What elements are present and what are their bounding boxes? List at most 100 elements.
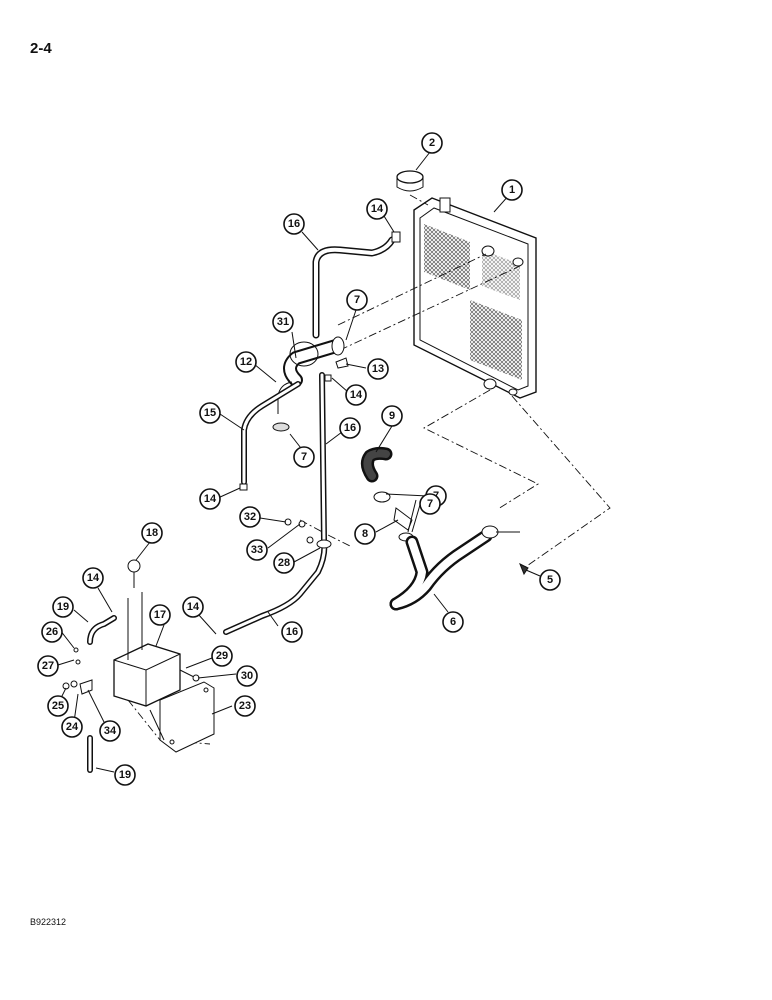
- callout-9: 9: [381, 405, 403, 427]
- callout-number: 12: [240, 356, 252, 368]
- callout-circle: [345, 384, 367, 406]
- bleed-tube-15: [241, 381, 301, 485]
- callout-circle: [149, 604, 171, 626]
- callout-circle: [235, 351, 257, 373]
- callout-19: 19: [114, 764, 136, 786]
- callout-13: 13: [367, 358, 389, 380]
- callout-33: 33: [246, 539, 268, 561]
- callout-circle: [47, 695, 69, 717]
- callout-circle: [41, 621, 63, 643]
- callout-16: 16: [339, 417, 361, 439]
- radiator-cap: [396, 170, 429, 206]
- callout-circle: [501, 179, 523, 201]
- callout-number: 26: [46, 626, 58, 638]
- figure-code: B922312: [30, 917, 67, 927]
- callout-circle: [211, 645, 233, 667]
- callout-number: 18: [146, 527, 158, 539]
- callout-circle: [239, 506, 261, 528]
- callout-14: 14: [345, 384, 367, 406]
- callout-23: 23: [234, 695, 256, 717]
- overflow-hose: [223, 372, 332, 635]
- callout-circle: [539, 569, 561, 591]
- callout-circle: [272, 311, 294, 333]
- callout-number: 27: [42, 660, 54, 672]
- callout-number: 13: [372, 363, 384, 375]
- callout-number: 24: [66, 721, 79, 733]
- callout-number: 31: [277, 316, 289, 328]
- callout-5: 5: [539, 569, 561, 591]
- callout-7: 7: [293, 446, 315, 468]
- callout-16: 16: [283, 213, 305, 235]
- callout-number: 17: [154, 609, 166, 621]
- callout-circle: [114, 764, 136, 786]
- callout-number: 6: [450, 616, 456, 628]
- callout-29: 29: [211, 645, 233, 667]
- callout-circle: [37, 655, 59, 677]
- callout-27: 27: [37, 655, 59, 677]
- callout-circle: [346, 289, 368, 311]
- callout-31: 31: [272, 311, 294, 333]
- callout-circle: [354, 523, 376, 545]
- callout-17: 17: [149, 604, 171, 626]
- callout-25: 25: [47, 695, 69, 717]
- callout-18: 18: [141, 522, 163, 544]
- callout-number: 16: [288, 218, 300, 230]
- callout-number: 16: [286, 626, 298, 638]
- callout-26: 26: [41, 621, 63, 643]
- callout-14: 14: [82, 567, 104, 589]
- y-hose-6: [389, 525, 529, 611]
- callout-14: 14: [366, 198, 388, 220]
- callout-32: 32: [239, 506, 261, 528]
- callout-circle: [199, 488, 221, 510]
- callout-number: 23: [239, 700, 251, 712]
- callout-24: 24: [61, 716, 83, 738]
- callout-1: 1: [501, 179, 523, 201]
- callout-34: 34: [99, 720, 121, 742]
- callout-circle: [236, 665, 258, 687]
- callout-number: 7: [301, 451, 307, 463]
- coolant-recovery-tank: [113, 559, 215, 753]
- callout-number: 25: [52, 700, 64, 712]
- callout-number: 14: [350, 389, 363, 401]
- callout-15: 15: [199, 402, 221, 424]
- callout-circle: [141, 522, 163, 544]
- callout-circle: [366, 198, 388, 220]
- callout-number: 19: [57, 601, 69, 613]
- lower-hose-9: [360, 446, 414, 542]
- callout-8: 8: [354, 523, 376, 545]
- callout-number: 7: [354, 294, 360, 306]
- callout-7: 7: [419, 493, 441, 515]
- callout-number: 14: [87, 572, 100, 584]
- callout-circle: [442, 611, 464, 633]
- callout-28: 28: [273, 552, 295, 574]
- callout-circle: [367, 358, 389, 380]
- callout-number: 28: [278, 557, 290, 569]
- callout-14: 14: [182, 596, 204, 618]
- callout-circle: [52, 596, 74, 618]
- callout-circle: [61, 716, 83, 738]
- callout-number: 14: [371, 203, 384, 215]
- callout-number: 5: [547, 574, 553, 586]
- callout-number: 29: [216, 650, 228, 662]
- callout-circle: [283, 213, 305, 235]
- callout-number: 7: [427, 498, 433, 510]
- callout-number: 15: [204, 407, 216, 419]
- callout-circle: [381, 405, 403, 427]
- callout-number: 1: [509, 184, 515, 196]
- callout-number: 32: [244, 511, 256, 523]
- page-number: 2-4: [30, 40, 52, 57]
- small-fittings: [239, 357, 349, 544]
- callout-circle: [281, 621, 303, 643]
- callout-number: 14: [204, 493, 217, 505]
- callout-balloons: 1214167311213141516971473287332851861414…: [37, 132, 561, 786]
- callout-circle: [182, 596, 204, 618]
- callout-circle: [419, 493, 441, 515]
- alignment-lines: [127, 253, 611, 745]
- callout-number: 14: [187, 601, 200, 613]
- radiator: [413, 197, 537, 399]
- callout-circle: [99, 720, 121, 742]
- callout-14: 14: [199, 488, 221, 510]
- callout-circle: [293, 446, 315, 468]
- callout-circle: [339, 417, 361, 439]
